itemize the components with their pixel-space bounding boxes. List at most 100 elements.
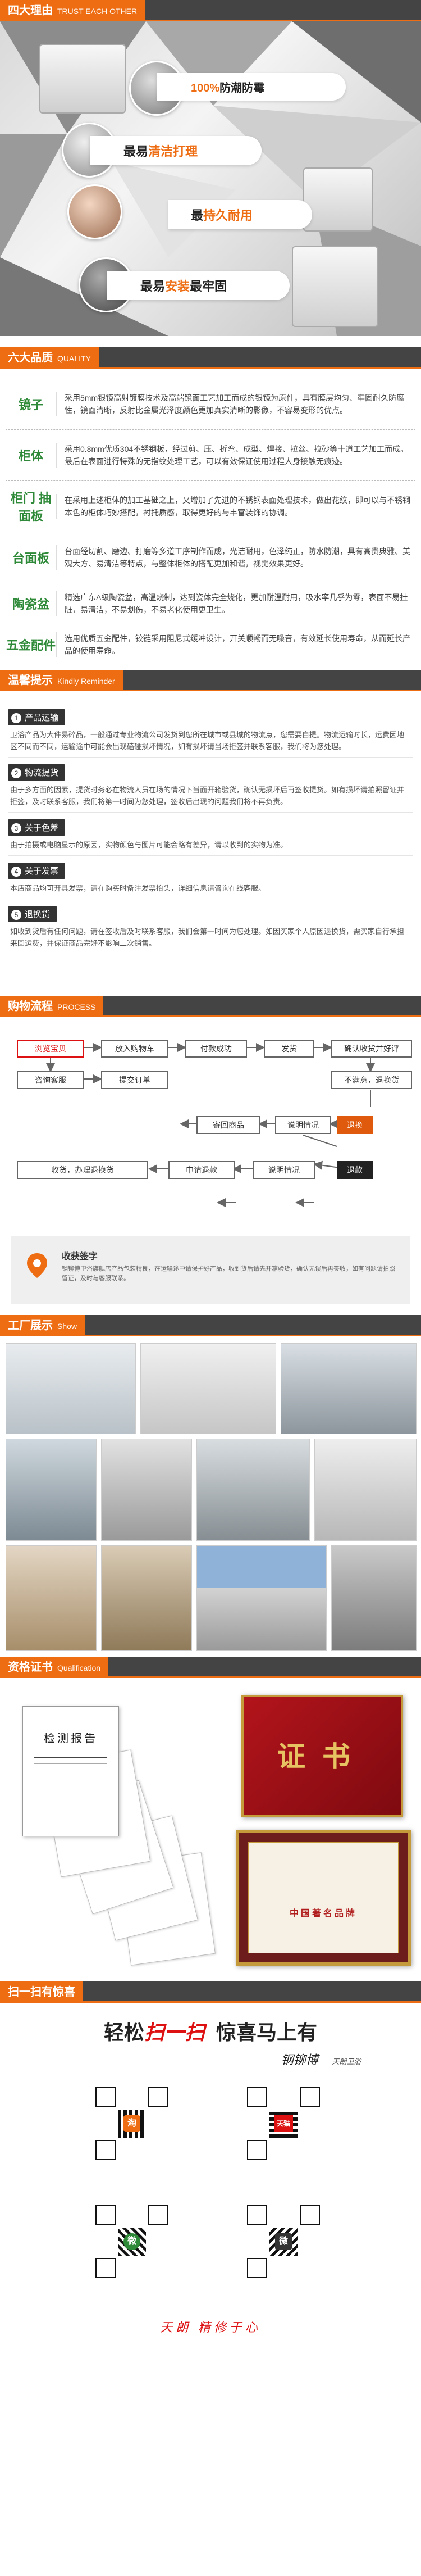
reason-badge: 最易安装最牢固 <box>107 271 290 300</box>
scan-section: 扫一扫有惊喜 轻松扫一扫惊喜马上有 钢铆博— 天朗卫浴 — 淘 天猫 <box>0 1981 421 2362</box>
flow-step: 付款成功 <box>185 1040 247 1058</box>
flow-step: 退款 <box>337 1161 373 1179</box>
factory-photo <box>281 1343 417 1434</box>
flow-step: 不满意，退换货 <box>331 1071 412 1089</box>
location-pin-icon <box>27 1253 47 1278</box>
section-header: 扫一扫有惊喜 <box>0 1981 421 2003</box>
info-icon: 4 <box>11 867 21 877</box>
quality-text: 选用优质五金配件，铰链采用阻尼式缓冲设计，开关顺畅而无噪音，有效延长使用寿命，从… <box>56 632 415 657</box>
tmall-logo-icon: 天猫 <box>274 2115 293 2132</box>
wechat-logo-icon: 微 <box>123 2233 140 2250</box>
section-rule <box>0 1335 421 1336</box>
process-flowchart: 浏览宝贝 放入购物车 付款成功 发货 确认收货并好评 咨询客服 提交订单 不满意… <box>0 1017 421 1315</box>
quality-text: 精选广东A级陶瓷盆，高温烧制，达到瓷体完全烧化，更加耐温耐用，吸水率几乎为零，表… <box>56 591 415 616</box>
info-icon: 2 <box>11 768 21 778</box>
reason-badge: 最易清洁打理 <box>90 136 262 165</box>
quality-label: 柜门 抽面板 <box>10 491 52 523</box>
flow-step: 申请退款 <box>168 1161 235 1179</box>
section-rule <box>0 367 421 369</box>
taobao-logo-icon: 淘 <box>123 2115 140 2132</box>
quality-text: 采用5mm银镜高射镀膜技术及高端镜面工艺加工而成的银镜为原件，具有膜层均匀、牢固… <box>56 392 415 416</box>
info-icon: 3 <box>11 823 21 833</box>
report-title: 检测报告 <box>44 1733 98 1745</box>
qr-code-wechat[interactable]: 微 <box>95 2205 168 2278</box>
factory-photo <box>6 1545 97 1651</box>
factory-photo <box>101 1439 192 1541</box>
reason-badge: 最持久耐用 <box>168 200 312 229</box>
info-icon: 5 <box>11 910 21 920</box>
section-title: 六大品质 <box>8 352 53 364</box>
quality-list: 镜子采用5mm银镜高射镀膜技术及高端镜面工艺加工而成的银镜为原件，具有膜层均匀、… <box>0 369 421 657</box>
footer-slogan: 天朗 精修于心 <box>160 2320 261 2334</box>
quality-label: 柜体 <box>18 449 43 463</box>
scan-slogan: 轻松扫一扫惊喜马上有 <box>103 2021 318 2044</box>
section-tab: 扫一扫有惊喜 <box>0 1981 83 2003</box>
quality-row: 台面板台面经切割、磨边、打磨等多道工序制作而成，光洁耐用，色泽纯正，防水防潮，具… <box>6 532 415 583</box>
factory-photo <box>140 1343 276 1434</box>
service-title: 收获签字 <box>62 1252 98 1262</box>
flow-step: 确认收货并好评 <box>331 1040 412 1058</box>
flow-step: 浏览宝贝 <box>17 1040 84 1058</box>
service-note: 收获签字 钢铆博卫浴旗舰店产品包装精良，在运输途中请保护好产品，收到货后请先开箱… <box>11 1236 410 1304</box>
quality-row: 陶瓷盆精选广东A级陶瓷盆，高温烧制，达到瓷体完全烧化，更加耐温耐用，吸水率几乎为… <box>6 583 415 624</box>
notice-text: 由于多方面的因素，提货时务必在物流人员在场的情况下当面开箱验货，确认无损坏后再签… <box>8 784 413 813</box>
section-subtitle: Kindly Reminder <box>57 677 115 686</box>
qr-code-tmall[interactable]: 天猫 <box>247 2087 320 2160</box>
section-title: 资格证书 <box>8 1661 53 1674</box>
test-report-stack: 检测报告 <box>17 1695 219 1966</box>
section-subtitle: Show <box>57 1322 77 1331</box>
quality-label: 五金配件 <box>6 638 56 652</box>
test-report: 检测报告 <box>22 1706 119 1836</box>
factory-photo <box>101 1545 192 1651</box>
notice-text: 如收到货后有任何问题，请在签收后及时联系客服，我们会第一时间为您处理。如因买家个… <box>10 927 405 947</box>
factory-photo <box>314 1439 417 1541</box>
reason-image <box>67 184 122 239</box>
flow-step: 说明情况 <box>253 1161 315 1179</box>
factory-photo <box>6 1343 136 1434</box>
certificate-word: 证书 <box>277 1741 367 1772</box>
flow-step: 提交订单 <box>101 1071 168 1089</box>
weixin-logo-icon: 微 <box>275 2233 292 2250</box>
section-subtitle: TRUST EACH OTHER <box>57 7 138 16</box>
quality-text: 在采用上述柜体的加工基础之上，又增加了先进的不锈钢表面处理技术，做出花纹，即可以… <box>56 494 415 519</box>
qr-code-weibo[interactable]: 微 <box>247 2205 320 2278</box>
quality-row: 五金配件选用优质五金配件，铰链采用阻尼式缓冲设计，开关顺畅而无噪音，有效延长使用… <box>6 624 415 665</box>
qr-code-taobao[interactable]: 淘 <box>95 2087 168 2160</box>
brand-certificate: 中国著名品牌 <box>236 1830 411 1966</box>
section-subtitle: PROCESS <box>57 1003 96 1012</box>
section-rule <box>0 1676 421 1678</box>
reasons-hero: 100%防潮防霉 最易清洁打理 最持久耐用 最易安装最牢固 <box>0 21 421 336</box>
flow-step: 退换 <box>337 1116 373 1134</box>
factory-photo <box>331 1545 417 1651</box>
certificate-gallery: 检测报告 证书 中国著名品牌 <box>0 1678 421 1981</box>
brand-line: 钢铆博— 天朗卫浴 — <box>281 2053 370 2067</box>
section-rule <box>0 2001 421 2003</box>
reason-badge: 100%防潮防霉 <box>157 73 346 101</box>
flow-step: 寄回商品 <box>196 1116 260 1134</box>
section-title: 扫一扫有惊喜 <box>8 1986 75 1998</box>
quality-text: 采用0.8mm优质304不锈钢板，经过剪、压、折弯、成型、焊接、拉丝、拉砂等十道… <box>56 443 415 468</box>
